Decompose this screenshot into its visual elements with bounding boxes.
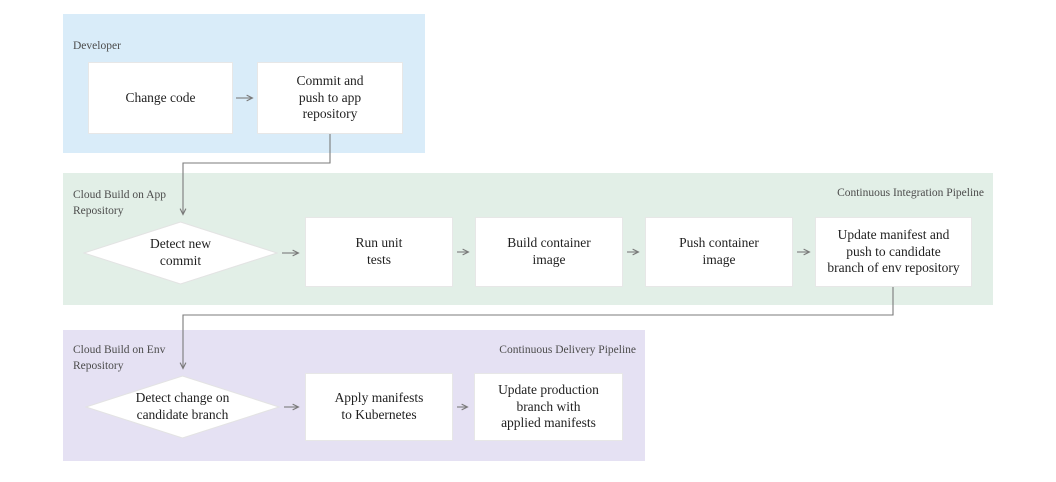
diamond-icon: [85, 375, 280, 439]
node-push-image-label: Push container image: [679, 235, 759, 267]
lane-ci-label: Cloud Build on App Repository: [73, 189, 166, 217]
node-build-image: Build container image: [475, 217, 623, 287]
node-change-code-label: Change code: [125, 89, 196, 105]
lane-ci-right-label: Continuous Integration Pipeline: [837, 187, 984, 199]
node-apply-manifests-label: Apply manifests to Kubernetes: [334, 390, 424, 422]
node-update-production: Update production branch with applied ma…: [474, 373, 623, 441]
node-run-tests: Run unit tests: [305, 217, 453, 287]
node-run-tests-label: Run unit tests: [355, 235, 403, 267]
node-commit-push: Commit and push to app repository: [257, 62, 403, 134]
lane-developer-label: Developer: [73, 40, 121, 52]
node-apply-manifests: Apply manifests to Kubernetes: [305, 373, 453, 441]
node-push-image: Push container image: [645, 217, 793, 287]
node-build-image-label: Build container image: [507, 235, 591, 267]
node-update-production-label: Update production branch with applied ma…: [498, 381, 599, 431]
node-detect-change-label: Detect change on candidate branch: [135, 390, 230, 422]
node-detect-change: Detect change on candidate branch: [85, 375, 280, 439]
lane-cd-label: Cloud Build on Env Repository: [73, 344, 166, 372]
node-update-manifest-label: Update manifest and push to candidate br…: [827, 226, 960, 276]
node-commit-push-label: Commit and push to app repository: [296, 72, 364, 122]
node-update-manifest: Update manifest and push to candidate br…: [815, 217, 972, 287]
node-detect-commit: Detect new commit: [83, 221, 278, 285]
diamond-icon: [83, 221, 278, 285]
node-detect-commit-label: Detect new commit: [149, 236, 212, 268]
lane-cd-right-label: Continuous Delivery Pipeline: [499, 344, 636, 356]
node-change-code: Change code: [88, 62, 233, 134]
